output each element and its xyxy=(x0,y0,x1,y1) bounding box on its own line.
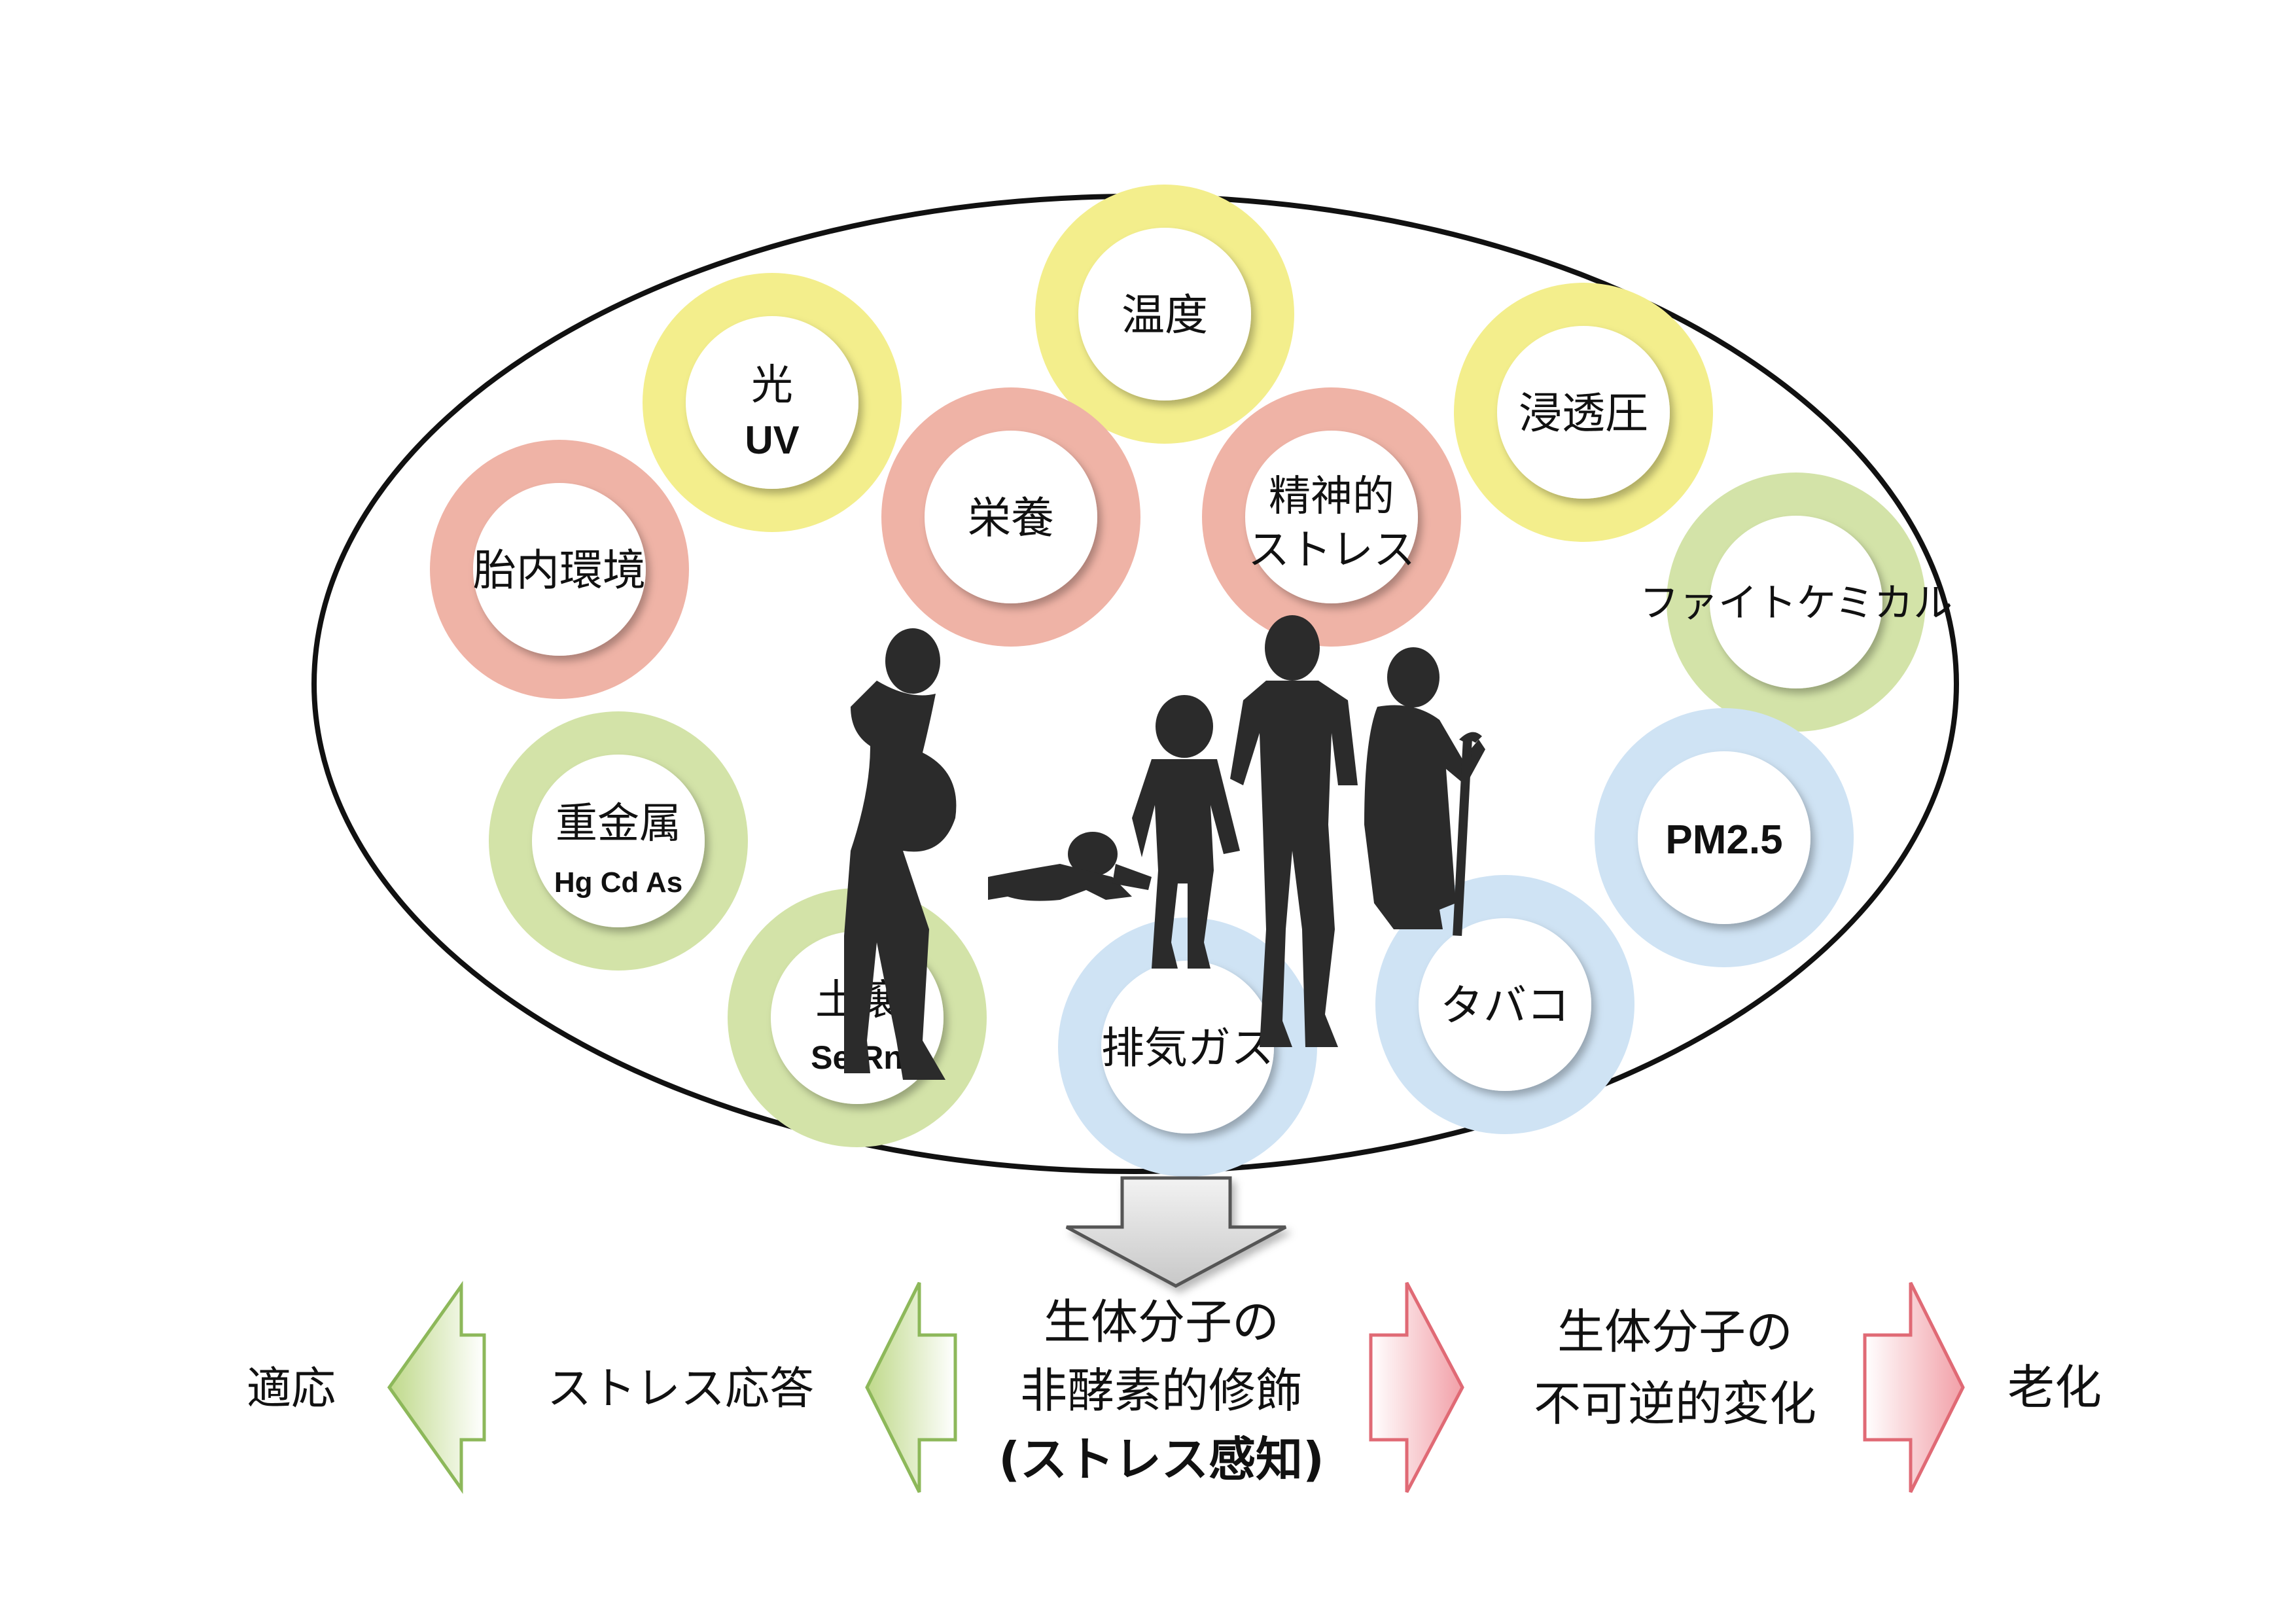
elderly-with-cane-icon xyxy=(1364,647,1485,936)
factor-label-line2: ストレス xyxy=(1248,526,1415,575)
crawling-baby-icon xyxy=(988,832,1152,901)
modification-line2: 非酵素的修飾 xyxy=(1020,1363,1303,1418)
factor-sublabel: UV xyxy=(745,418,799,462)
factor-bubble: 温度 xyxy=(1035,185,1294,444)
factor-core xyxy=(1078,228,1251,401)
child-icon xyxy=(1132,695,1240,969)
adult-woman-icon xyxy=(1230,615,1358,1047)
factor-label: タバコ xyxy=(1440,980,1570,1031)
factor-core xyxy=(1245,431,1418,603)
factor-core xyxy=(1497,326,1670,499)
factor-label: 排気ガス xyxy=(1101,1023,1274,1073)
pregnant-woman-icon xyxy=(844,628,957,1080)
irreversible-line1: 生体分子の xyxy=(1557,1304,1793,1359)
factor-sublabel: Hg Cd As xyxy=(554,866,682,899)
factor-label: 温度 xyxy=(1122,290,1208,340)
factor-bubble: タバコ xyxy=(1375,875,1634,1134)
factor-label: 重金属 xyxy=(556,800,681,848)
factor-label: PM2.5 xyxy=(1665,817,1782,863)
factor-bubble: 光 UV xyxy=(643,273,902,532)
factor-label: 精神的 xyxy=(1269,473,1394,521)
down-arrow xyxy=(1065,1176,1287,1288)
factor-bubble: 胎内環境 xyxy=(430,440,689,699)
factor-bubble: 排気ガス xyxy=(1058,918,1317,1177)
right-arrow-to-aging xyxy=(1863,1281,1965,1493)
left-arrow-to-adaptation xyxy=(387,1281,486,1494)
factor-label: 胎内環境 xyxy=(473,545,646,596)
factor-bubble: 栄養 xyxy=(881,387,1140,647)
factor-label: ファイトケミカル xyxy=(1640,580,1952,626)
stress-response-label: ストレス応答 xyxy=(547,1363,814,1415)
factor-core xyxy=(1710,516,1882,688)
factor-core xyxy=(1101,961,1274,1133)
right-arrow-to-irreversible xyxy=(1369,1281,1464,1493)
irreversible-line2: 不可逆的変化 xyxy=(1534,1376,1816,1431)
adaptation-label: 適応 xyxy=(247,1363,336,1415)
factor-core xyxy=(1638,751,1810,924)
factor-core xyxy=(1419,918,1591,1091)
factor-core xyxy=(925,431,1097,603)
factor-bubble: 重金属 Hg Cd As xyxy=(489,711,748,971)
aging-label: 老化 xyxy=(2007,1360,2102,1415)
factor-label: 光 xyxy=(751,361,793,410)
factor-bubble: 浸透圧 xyxy=(1454,283,1713,542)
factor-core xyxy=(686,316,858,489)
life-stage-silhouettes xyxy=(844,615,1485,1080)
factor-bubble: ファイトケミカル xyxy=(1640,473,1952,732)
modification-line1: 生体分子の xyxy=(1044,1294,1279,1349)
factor-bubble: PM2.5 xyxy=(1595,708,1854,967)
factor-core xyxy=(473,483,646,656)
factor-core xyxy=(532,755,705,927)
factor-label: 浸透圧 xyxy=(1519,388,1648,438)
modification-line3: (ストレス感知) xyxy=(998,1432,1324,1487)
left-arrow-to-stress-response xyxy=(865,1281,957,1493)
factor-label: 栄養 xyxy=(968,493,1054,543)
